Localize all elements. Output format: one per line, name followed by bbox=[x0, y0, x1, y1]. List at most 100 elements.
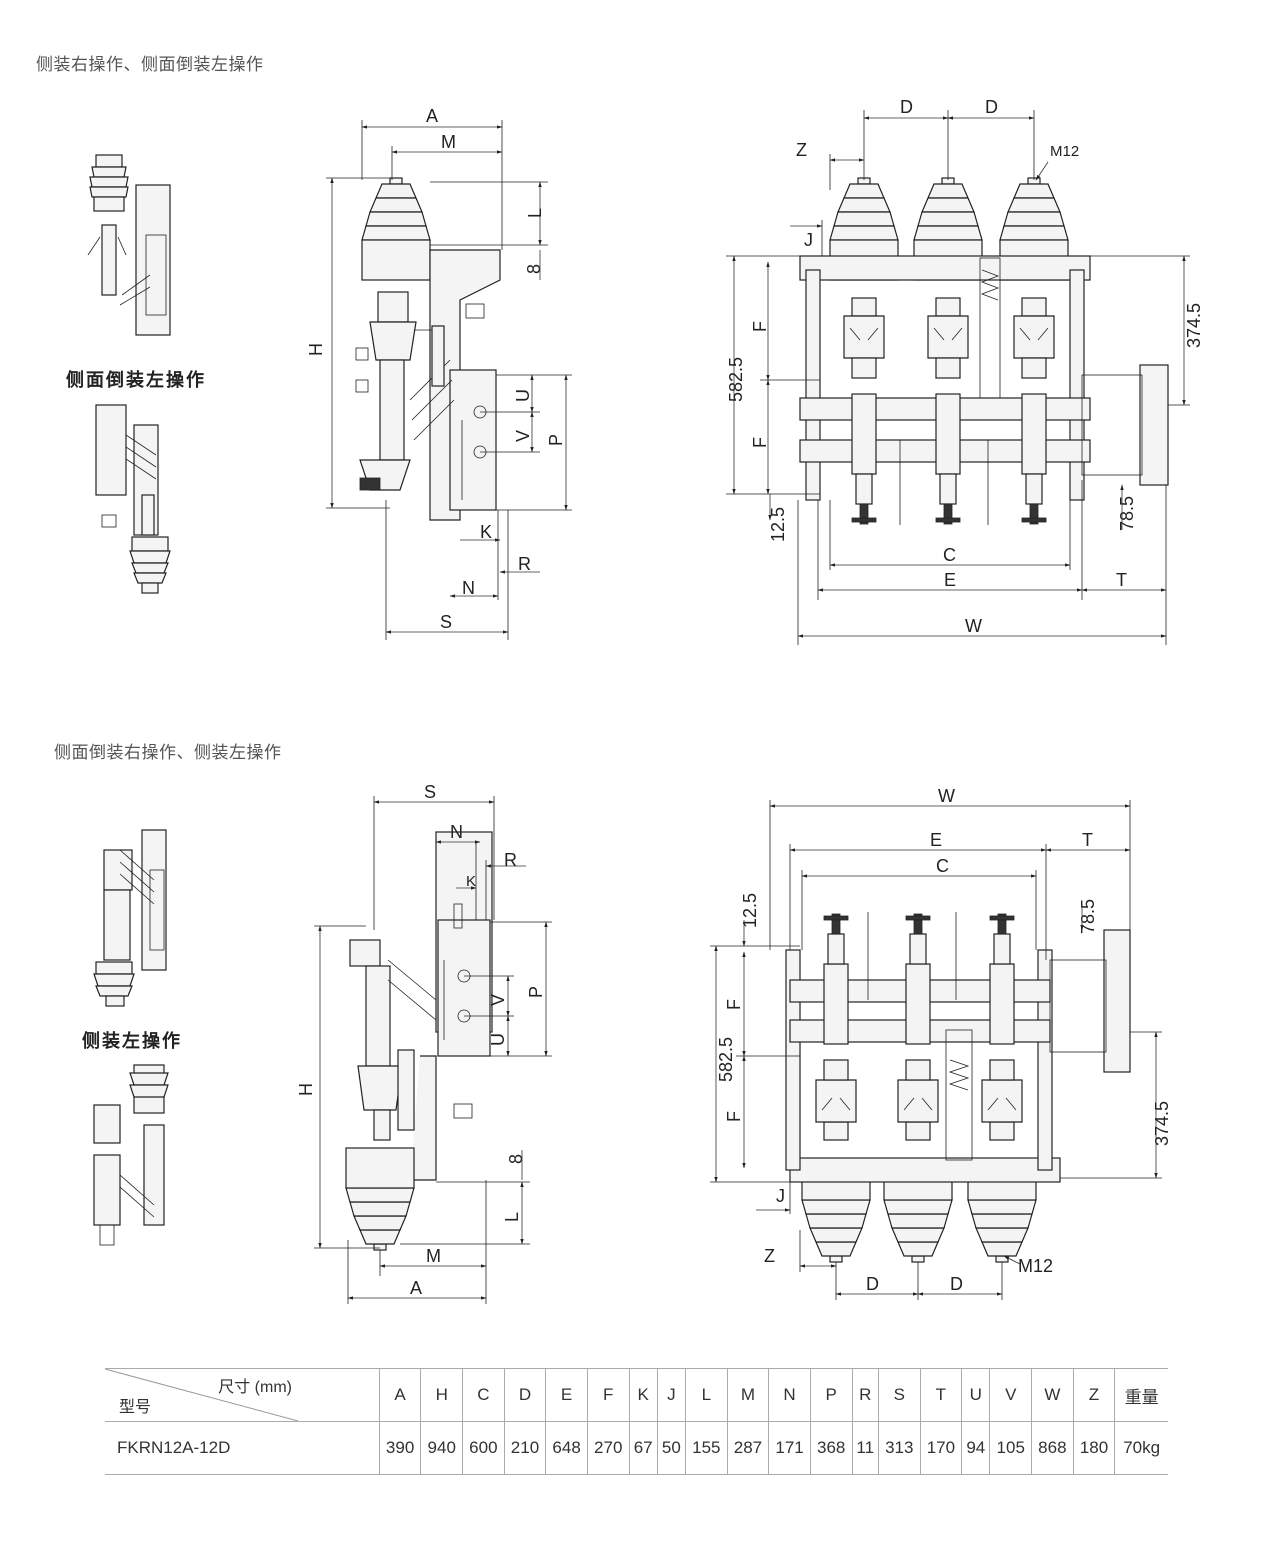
col-header: T bbox=[919, 1368, 963, 1422]
col-header: M bbox=[726, 1368, 770, 1422]
table-cell: 67 bbox=[628, 1421, 658, 1475]
dim-label-78-2: 78.5 bbox=[1078, 899, 1098, 934]
col-header: H bbox=[420, 1368, 464, 1422]
dim-label-F-3: F bbox=[724, 999, 744, 1010]
col-header: L bbox=[685, 1368, 728, 1422]
table-cell: 868 bbox=[1031, 1421, 1074, 1475]
dim-label-12-5-2: 12.5 bbox=[740, 893, 760, 928]
col-header: R bbox=[851, 1368, 879, 1422]
dim-label-K-2: K bbox=[466, 873, 476, 890]
dim-label-P-2: P bbox=[526, 986, 546, 998]
dim-label-A: A bbox=[426, 106, 438, 126]
side-view-1: A M L 8 H U V P K R N S bbox=[306, 106, 572, 640]
table-cell: 155 bbox=[685, 1421, 728, 1475]
dim-label-374-2: 374.5 bbox=[1152, 1101, 1172, 1146]
dim-label-8-b: 8 bbox=[506, 1154, 526, 1164]
dim-label-C-2: C bbox=[936, 856, 949, 876]
dim-label-T-2: T bbox=[1082, 830, 1093, 850]
dim-label-A-2: A bbox=[410, 1278, 422, 1298]
table-cell: 105 bbox=[989, 1421, 1033, 1475]
col-header: F bbox=[586, 1368, 630, 1422]
dim-label-N-2: N bbox=[450, 822, 463, 842]
dim-label-V-2: V bbox=[488, 994, 508, 1006]
dim-label-S: S bbox=[440, 612, 452, 632]
corner-label-model: 型号 bbox=[119, 1399, 152, 1416]
dim-label-R-2: R bbox=[504, 850, 517, 870]
dim-label-78: 78.5 bbox=[1117, 496, 1137, 531]
col-header: A bbox=[378, 1368, 422, 1422]
dim-label-F-2: F bbox=[750, 437, 770, 448]
dim-label-M-2: M bbox=[426, 1246, 441, 1266]
table-row: FKRN12A-12D 390 940 600 210 648 270 67 5… bbox=[105, 1421, 1168, 1475]
table-cell-weight: 70kg bbox=[1114, 1421, 1168, 1475]
table-cell: 170 bbox=[919, 1421, 963, 1475]
dim-label-8-a: 8 bbox=[524, 264, 544, 274]
spec-table: 尺寸 (mm) 型号 A H C D E F K J L M N P R S T… bbox=[105, 1368, 1168, 1475]
dim-label-W-2: W bbox=[938, 786, 955, 806]
col-header: P bbox=[809, 1368, 853, 1422]
dim-label-S-2: S bbox=[424, 782, 436, 802]
dim-label-H: H bbox=[306, 343, 326, 356]
table-cell: 94 bbox=[961, 1421, 991, 1475]
dim-label-L-2: L bbox=[502, 1212, 522, 1222]
dim-label-T: T bbox=[1116, 570, 1127, 590]
col-header: D bbox=[503, 1368, 547, 1422]
table-cell: 648 bbox=[545, 1421, 588, 1475]
table-cell: 368 bbox=[809, 1421, 853, 1475]
dim-label-D-2: D bbox=[985, 97, 998, 117]
table-cell: 50 bbox=[656, 1421, 687, 1475]
thumb-caption-2: 侧装左操作 bbox=[82, 1031, 182, 1052]
spec-table-header-row: 尺寸 (mm) 型号 A H C D E F K J L M N P R S T… bbox=[105, 1368, 1168, 1422]
col-header: K bbox=[628, 1368, 658, 1422]
col-header: C bbox=[462, 1368, 505, 1422]
col-header: E bbox=[545, 1368, 588, 1422]
side-view-2: S N R K P V U H 8 L M A bbox=[296, 782, 552, 1304]
dim-label-D-1: D bbox=[900, 97, 913, 117]
technical-drawings: A M L 8 H U V P K R N S bbox=[87, 97, 1204, 1304]
table-cell: 287 bbox=[726, 1421, 770, 1475]
table-cell: 210 bbox=[503, 1421, 547, 1475]
col-header-weight: 重量 bbox=[1114, 1368, 1168, 1422]
spec-table-corner: 尺寸 (mm) 型号 bbox=[105, 1368, 380, 1422]
dim-label-L: L bbox=[525, 208, 545, 218]
dim-label-J: J bbox=[804, 230, 813, 250]
dim-label-Z-2: Z bbox=[764, 1246, 775, 1266]
col-header: W bbox=[1031, 1368, 1074, 1422]
table-cell: 390 bbox=[378, 1421, 422, 1475]
dim-label-W: W bbox=[965, 616, 982, 636]
table-cell: 600 bbox=[462, 1421, 505, 1475]
dim-label-N: N bbox=[462, 578, 475, 598]
dim-label-J-2: J bbox=[776, 1186, 785, 1206]
col-header: S bbox=[877, 1368, 921, 1422]
dim-label-582-2: 582.5 bbox=[716, 1037, 736, 1082]
front-view-1: D D Z M12 J 582.5 F F 12.5 374.5 78.5 C bbox=[726, 97, 1204, 645]
dim-label-F-1: F bbox=[750, 321, 770, 332]
dim-label-582: 582.5 bbox=[726, 357, 746, 402]
section-title-2: 侧面倒装右操作、侧装左操作 bbox=[54, 743, 282, 763]
table-cell: 171 bbox=[768, 1421, 811, 1475]
dim-label-374: 374.5 bbox=[1184, 303, 1204, 348]
col-header: V bbox=[989, 1368, 1033, 1422]
dim-label-P: P bbox=[546, 434, 566, 446]
dim-label-M12: M12 bbox=[1050, 143, 1079, 160]
dim-label-E-2: E bbox=[930, 830, 942, 850]
table-cell: 180 bbox=[1072, 1421, 1116, 1475]
col-header: N bbox=[768, 1368, 811, 1422]
dim-label-E: E bbox=[944, 570, 956, 590]
thumb-caption-1: 侧面倒装左操作 bbox=[66, 370, 206, 391]
col-header: Z bbox=[1072, 1368, 1116, 1422]
section-title-1: 侧装右操作、侧面倒装左操作 bbox=[36, 55, 264, 75]
dim-label-C: C bbox=[943, 545, 956, 565]
dim-label-D-4: D bbox=[950, 1274, 963, 1294]
dim-label-Z: Z bbox=[796, 140, 807, 160]
dim-label-M: M bbox=[441, 132, 456, 152]
dim-label-F-4: F bbox=[724, 1111, 744, 1122]
table-cell: 940 bbox=[420, 1421, 464, 1475]
table-cell: 270 bbox=[586, 1421, 630, 1475]
dim-label-R: R bbox=[518, 554, 531, 574]
dim-label-D-3: D bbox=[866, 1274, 879, 1294]
dim-label-U-2: U bbox=[488, 1033, 508, 1046]
corner-label-dimension: 尺寸 (mm) bbox=[218, 1379, 292, 1396]
dim-label-12-5: 12.5 bbox=[768, 507, 788, 542]
dim-label-H-2: H bbox=[296, 1083, 316, 1096]
